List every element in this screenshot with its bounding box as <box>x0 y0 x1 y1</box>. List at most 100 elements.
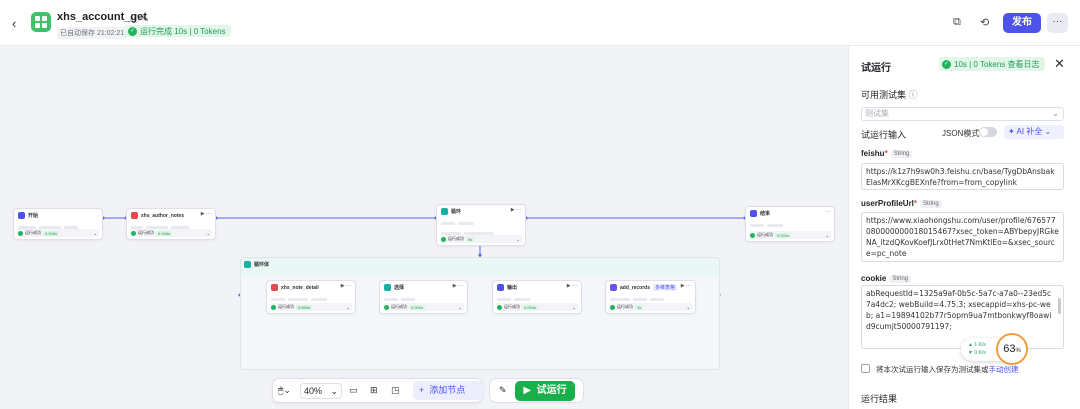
run-status-badge: ✓ 运行完成 10s | 0 Tokens <box>124 25 231 37</box>
chevron-down-icon[interactable]: ⌄ <box>346 304 350 310</box>
cookie-input[interactable]: abRequestId=1325a9af-0b5c-5a7c-a7a0--23e… <box>861 285 1064 349</box>
chevron-down-icon[interactable]: ⌄ <box>516 236 520 242</box>
testset-label: 可用测试集 ⓘ <box>861 90 918 100</box>
ai-fill-button[interactable]: ✦ AI 补全 ⌄ <box>1004 125 1064 139</box>
feishu-input[interactable]: https://k1z7h9sw0h3.feishu.cn/base/TygDb… <box>861 163 1064 190</box>
memory-percent: 63% <box>996 333 1028 365</box>
json-mode-label: JSON模式 <box>942 129 980 138</box>
chevron-down-icon[interactable]: ⌄ <box>825 232 829 238</box>
success-icon <box>131 230 136 236</box>
chevron-down-icon[interactable]: ⌄ <box>93 230 97 236</box>
panel-title: 试运行 <box>861 63 891 74</box>
success-icon <box>18 230 23 236</box>
run-result-badge[interactable]: ✓10s | 0 Tokens 查看日志 <box>939 57 1045 71</box>
node-controls[interactable]: ▶ ··· <box>340 283 351 289</box>
choose-icon <box>384 284 391 291</box>
chevron-down-icon[interactable]: ⌄ <box>572 304 576 310</box>
add-node-button[interactable]: + 添加节点 <box>413 381 483 400</box>
chevron-down-icon[interactable]: ⌄ <box>458 304 462 310</box>
loop-icon <box>441 208 448 215</box>
node-controls[interactable]: ▶ ··· <box>680 283 691 289</box>
node-controls[interactable]: ··· <box>825 209 830 215</box>
play-icon: ▶ <box>523 385 532 396</box>
check-icon: ✓ <box>942 59 951 69</box>
chevron-down-icon[interactable]: ⌄ <box>206 230 210 236</box>
chevron-down-icon: ⌄ <box>330 386 338 396</box>
edit-icon[interactable]: ✎ <box>141 14 150 24</box>
zoom-select[interactable]: 40%⌄ <box>300 383 342 399</box>
app-logo-icon <box>31 12 51 32</box>
success-icon <box>441 236 446 242</box>
plugin-icon <box>271 284 278 291</box>
check-icon: ✓ <box>128 26 137 36</box>
profile-url-input[interactable]: https://www.xiaohongshu.com/user/profile… <box>861 212 1064 262</box>
more-button[interactable]: ··· <box>1047 13 1068 33</box>
wrench-icon[interactable]: ✎ <box>499 385 507 395</box>
copy-icon[interactable]: ⧉ <box>953 16 961 28</box>
testset-select[interactable]: 测试集⌄ <box>861 107 1064 121</box>
chevron-down-icon[interactable]: ⌄ <box>686 304 690 310</box>
json-mode-toggle[interactable] <box>979 127 997 137</box>
sparkle-icon: ✦ <box>1008 127 1015 136</box>
workflow-title: xhs_account_get <box>57 11 147 23</box>
input-label: 试运行输入 <box>861 130 907 140</box>
chevron-down-icon: ⌄ <box>1052 109 1059 118</box>
start-icon <box>18 212 25 219</box>
minimap-icon[interactable]: ◳ <box>391 385 400 395</box>
plus-icon: + <box>419 385 425 395</box>
node-controls[interactable]: ▶ ··· <box>510 207 521 213</box>
table-icon <box>610 284 617 291</box>
cursor-icon[interactable]: 🖱⌄ <box>278 385 291 395</box>
title-icons: ⓘ ✎ <box>130 12 149 25</box>
run-result-label: 运行结果 <box>861 394 898 404</box>
loop-body[interactable]: 循环体 <box>240 257 720 370</box>
comment-icon[interactable]: ▭ <box>349 385 358 395</box>
speed-widget[interactable]: ▲ 1 K/s ▼ 0 K/s 63% <box>961 333 1028 365</box>
chevron-down-icon: ⌄ <box>1044 127 1052 136</box>
publish-button[interactable]: 发布 <box>1003 13 1041 33</box>
save-testset-checkbox[interactable] <box>861 364 870 373</box>
close-icon[interactable]: ✕ <box>1054 56 1065 71</box>
feishu-label: feishu*String <box>861 149 913 158</box>
success-icon <box>610 304 615 310</box>
node-controls[interactable]: ▶ ··· <box>452 283 463 289</box>
layout-icon[interactable]: ⊞ <box>370 385 378 395</box>
top-header: ‹ xhs_account_get ⓘ ✎ 已自动保存 21:02:21 ✓ 运… <box>0 0 1080 46</box>
autosave-time: 已自动保存 21:02:21 <box>57 27 128 39</box>
success-icon <box>271 304 276 310</box>
loop-body-icon <box>244 261 251 268</box>
test-run-button[interactable]: ▶ 试运行 <box>515 381 575 401</box>
info-icon[interactable]: ⓘ <box>908 90 918 100</box>
node-controls[interactable]: ▶ ··· <box>200 211 211 217</box>
profile-url-label: userProfileUrl*String <box>861 199 942 208</box>
info-icon[interactable]: ⓘ <box>130 14 140 24</box>
success-icon <box>384 304 389 310</box>
node-controls[interactable]: ▶ ··· <box>566 283 577 289</box>
chevron-left-icon[interactable]: ‹ <box>12 16 17 31</box>
history-icon[interactable]: ⟲ <box>980 17 990 29</box>
success-icon <box>750 232 755 238</box>
save-testset-text: 将本次试运行输入保存为测试集或手动创建 <box>876 365 1019 374</box>
scrollbar[interactable] <box>1058 298 1061 314</box>
plugin-icon <box>131 212 138 219</box>
manual-create-link[interactable]: 手动创建 <box>988 365 1019 374</box>
output-icon <box>497 284 504 291</box>
